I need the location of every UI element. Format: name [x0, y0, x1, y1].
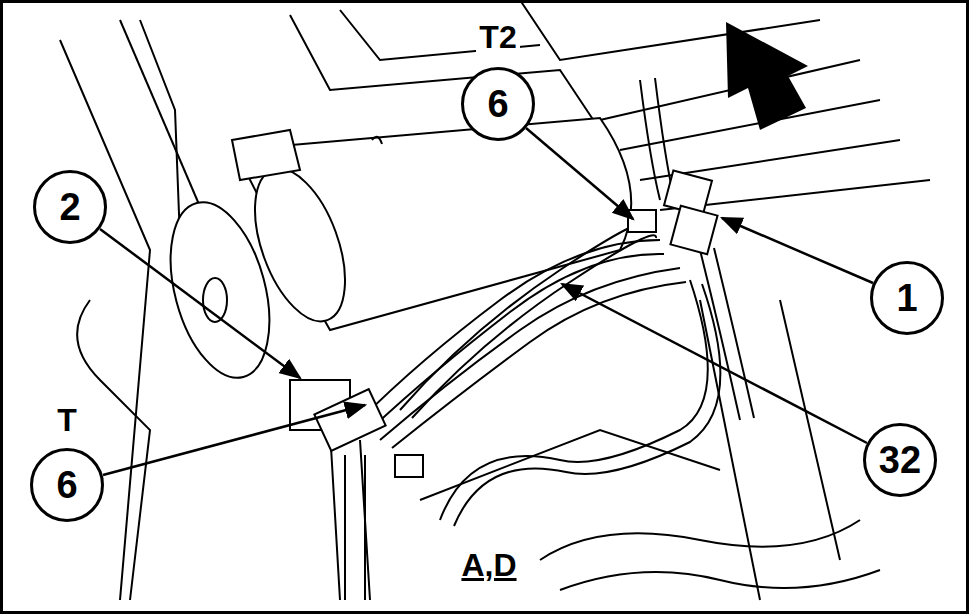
callout-circle: 1: [870, 261, 944, 335]
direction-arrow: [726, 22, 808, 130]
callout-number: 2: [59, 188, 80, 226]
callout-number: 6: [487, 85, 508, 123]
callout-number: 32: [879, 441, 921, 479]
callout-circle: 32: [863, 423, 937, 497]
chassis-lines: [60, 0, 930, 600]
hoses: [345, 78, 754, 600]
callout-circle: T26: [461, 67, 535, 141]
view-label: A,D: [457, 549, 520, 581]
callout-number: 1: [896, 279, 917, 317]
callout-circle: 2: [33, 170, 107, 244]
leader-lines: [100, 128, 873, 475]
callout-number: 6: [56, 466, 77, 504]
cylinder: [153, 118, 631, 389]
valve-block: [290, 170, 718, 477]
callout-circle: T6: [30, 448, 104, 522]
port-label: T: [54, 404, 80, 436]
port-label: T2: [476, 21, 519, 53]
